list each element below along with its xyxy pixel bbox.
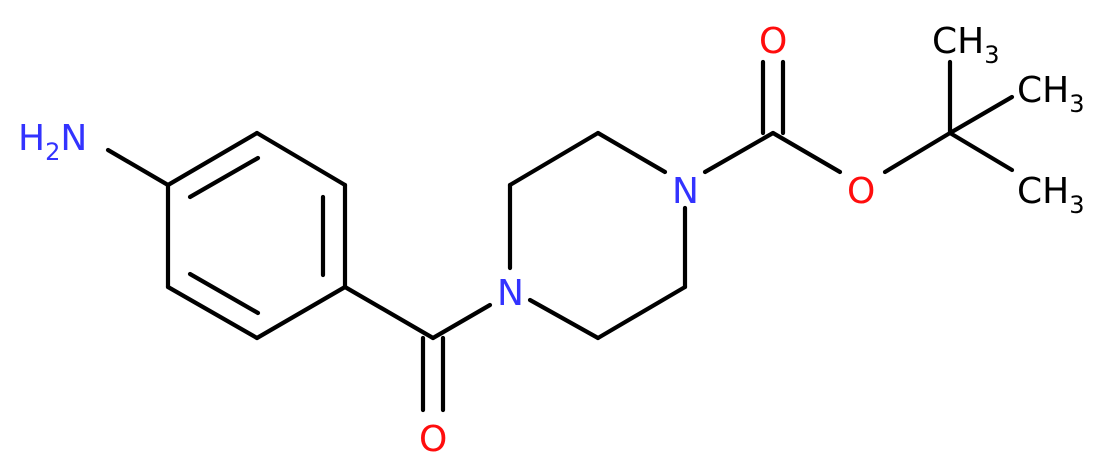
bond-pip-2 bbox=[507, 130, 601, 188]
bond-carbonyl-n bbox=[430, 302, 493, 341]
bond-tertc-me3 bbox=[947, 130, 1015, 173]
bond-ring-1-inner bbox=[187, 155, 261, 200]
bond-carbamate-o bbox=[770, 130, 843, 175]
methyl-1-label: CH3 bbox=[932, 21, 1000, 69]
bond-ring-carbonyl bbox=[342, 284, 436, 341]
atom-labels: H2N N N O O O CH3 CH3 CH3 bbox=[18, 21, 1085, 460]
bond-ring-5 bbox=[165, 284, 260, 341]
bond-ring-5-inner bbox=[187, 271, 261, 316]
bond-pip-5 bbox=[595, 284, 688, 341]
methyl-3-label: CH3 bbox=[1017, 171, 1085, 219]
bond-n-carbamate bbox=[702, 130, 776, 175]
methyl-2-label: CH3 bbox=[1017, 70, 1085, 118]
o-ester-label: O bbox=[847, 171, 875, 212]
bond-pip-3 bbox=[595, 130, 668, 175]
bond-ring-2 bbox=[254, 130, 348, 188]
bond-amine-ring bbox=[105, 147, 171, 188]
amine-label: H2N bbox=[18, 118, 87, 166]
n-upper-label: N bbox=[672, 171, 699, 212]
bond-pip-6 bbox=[527, 297, 601, 341]
o-amide-label: O bbox=[419, 419, 447, 460]
bond-tertc-me2 bbox=[947, 94, 1015, 136]
bonds bbox=[105, 59, 1015, 413]
bond-ring-1 bbox=[165, 130, 260, 188]
bond-o-tertc bbox=[882, 130, 953, 175]
o-carbamate-carbonyl-label: O bbox=[759, 21, 787, 62]
bond-ring-4 bbox=[254, 284, 348, 341]
n-lower-label: N bbox=[497, 273, 524, 314]
